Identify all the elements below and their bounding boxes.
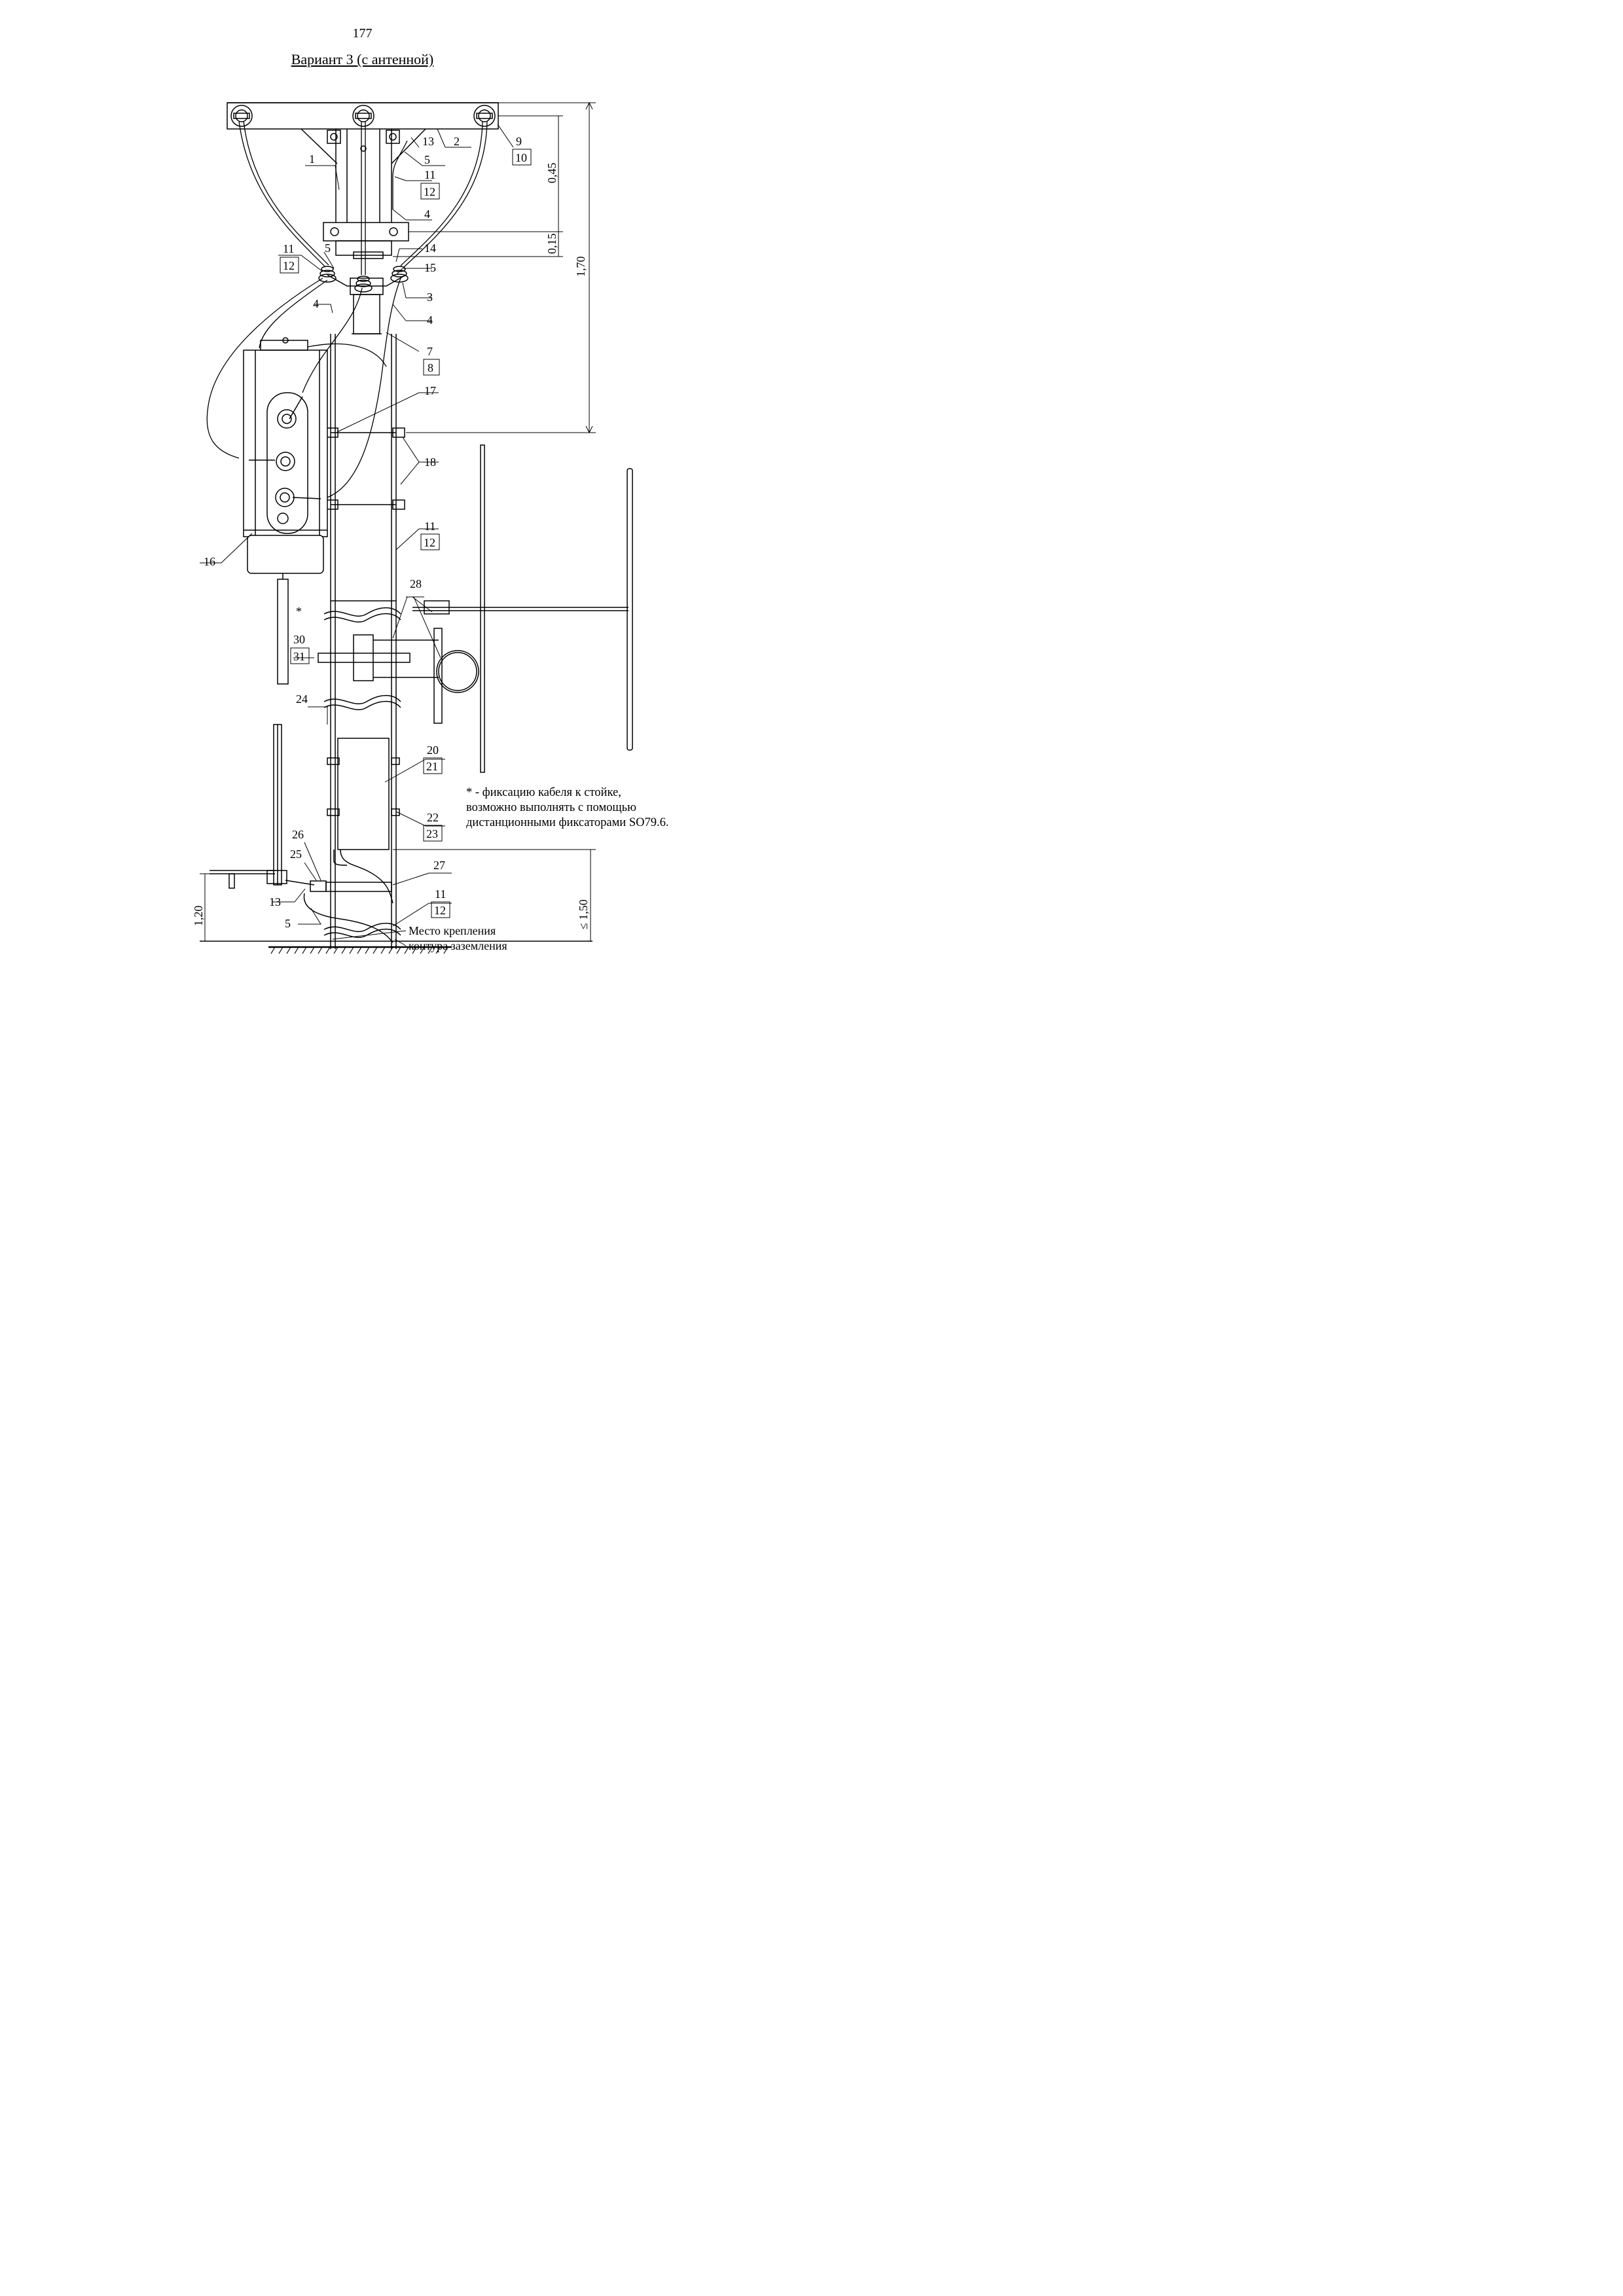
label-17: 17	[424, 384, 436, 397]
support-insulator-left	[318, 266, 337, 283]
label-25: 25	[290, 848, 302, 861]
main-pole	[323, 334, 405, 949]
footnote-line1: * - фиксацию кабеля к стойке,	[466, 786, 621, 799]
dim-0-45: 0,45	[545, 163, 558, 184]
label-18: 18	[424, 456, 436, 469]
leader-lines	[200, 124, 514, 946]
cross-arm	[227, 102, 499, 164]
label-15: 15	[424, 261, 436, 274]
label-4-left: 4	[313, 297, 319, 310]
support-insulator-right	[390, 266, 409, 283]
label-13-bottom: 13	[269, 895, 281, 908]
disconnector	[210, 724, 393, 943]
conductors	[238, 120, 488, 275]
label-11-left: 11	[283, 242, 294, 255]
label-13-top: 13	[422, 135, 434, 148]
label-12-bottom: 12	[434, 904, 446, 917]
ground-line	[200, 941, 593, 954]
antenna	[318, 444, 633, 773]
footnote-line2: возможно выполнять с помощью	[466, 801, 636, 814]
pole-top	[323, 129, 409, 334]
page-number: 177	[352, 26, 373, 41]
label-12-mid: 12	[424, 536, 435, 549]
dim-1-70: 1,70	[574, 257, 587, 278]
label-12-top: 12	[424, 185, 435, 198]
footnote-line3: дистанционными фиксаторами SO79.6.	[466, 816, 669, 829]
label-5-top: 5	[424, 153, 430, 166]
label-11-bottom: 11	[435, 888, 446, 901]
dimension-lines	[200, 101, 596, 941]
control-cabinet	[327, 738, 400, 904]
dimension-texts: 0,45 0,15 1,70 1,20 ≤ 1,50	[192, 163, 590, 930]
page-title: Вариант 3 (с антенной)	[291, 51, 434, 67]
label-28: 28	[410, 577, 422, 590]
crossarm-insulator-center	[352, 105, 374, 127]
label-21: 21	[426, 760, 438, 773]
label-3: 3	[427, 291, 433, 304]
crossarm-insulator-left	[230, 105, 253, 127]
label-20: 20	[427, 744, 439, 757]
label-22: 22	[427, 811, 439, 824]
label-10: 10	[515, 151, 527, 164]
callout-labels: 1 2 13 9 10 5 11 12 4 11 12 5 14 15 3 4 …	[204, 135, 532, 952]
dim-1-20: 1,20	[192, 906, 205, 927]
technical-drawing: 1 2 13 9 10 5 11 12 4 11 12 5 14 15 3 4 …	[192, 101, 633, 954]
ground-label-line2: контура заземления	[409, 939, 507, 952]
dim-0-15: 0,15	[545, 234, 558, 255]
footnote: * - фиксацию кабеля к стойке, возможно в…	[466, 785, 668, 831]
label-31: 31	[293, 650, 305, 663]
recloser-unit	[243, 337, 328, 685]
label-7: 7	[427, 345, 433, 358]
crossarm-insulator-right	[473, 105, 496, 127]
label-24: 24	[296, 692, 308, 706]
label-8: 8	[428, 361, 433, 374]
label-12-left: 12	[283, 259, 295, 272]
support-insulator-center	[354, 276, 373, 293]
label-11-mid: 11	[424, 520, 435, 533]
label-14: 14	[424, 242, 436, 255]
recloser-cables	[206, 278, 401, 498]
label-5-mid: 5	[325, 242, 331, 255]
ground-label-line1: Место крепления	[409, 924, 496, 937]
label-23: 23	[426, 827, 438, 840]
label-9: 9	[516, 135, 522, 148]
label-4-top: 4	[424, 207, 430, 221]
label-30: 30	[293, 633, 305, 646]
label-11-top: 11	[424, 168, 435, 181]
label-2: 2	[454, 135, 460, 148]
label-5-bottom: 5	[285, 917, 291, 930]
label-4-right: 4	[427, 314, 433, 327]
label-27: 27	[433, 859, 445, 872]
dim-1-50: ≤ 1,50	[577, 899, 590, 929]
label-16: 16	[204, 555, 215, 568]
label-26: 26	[292, 828, 304, 841]
label-1: 1	[309, 152, 315, 166]
label-star: *	[296, 605, 302, 618]
